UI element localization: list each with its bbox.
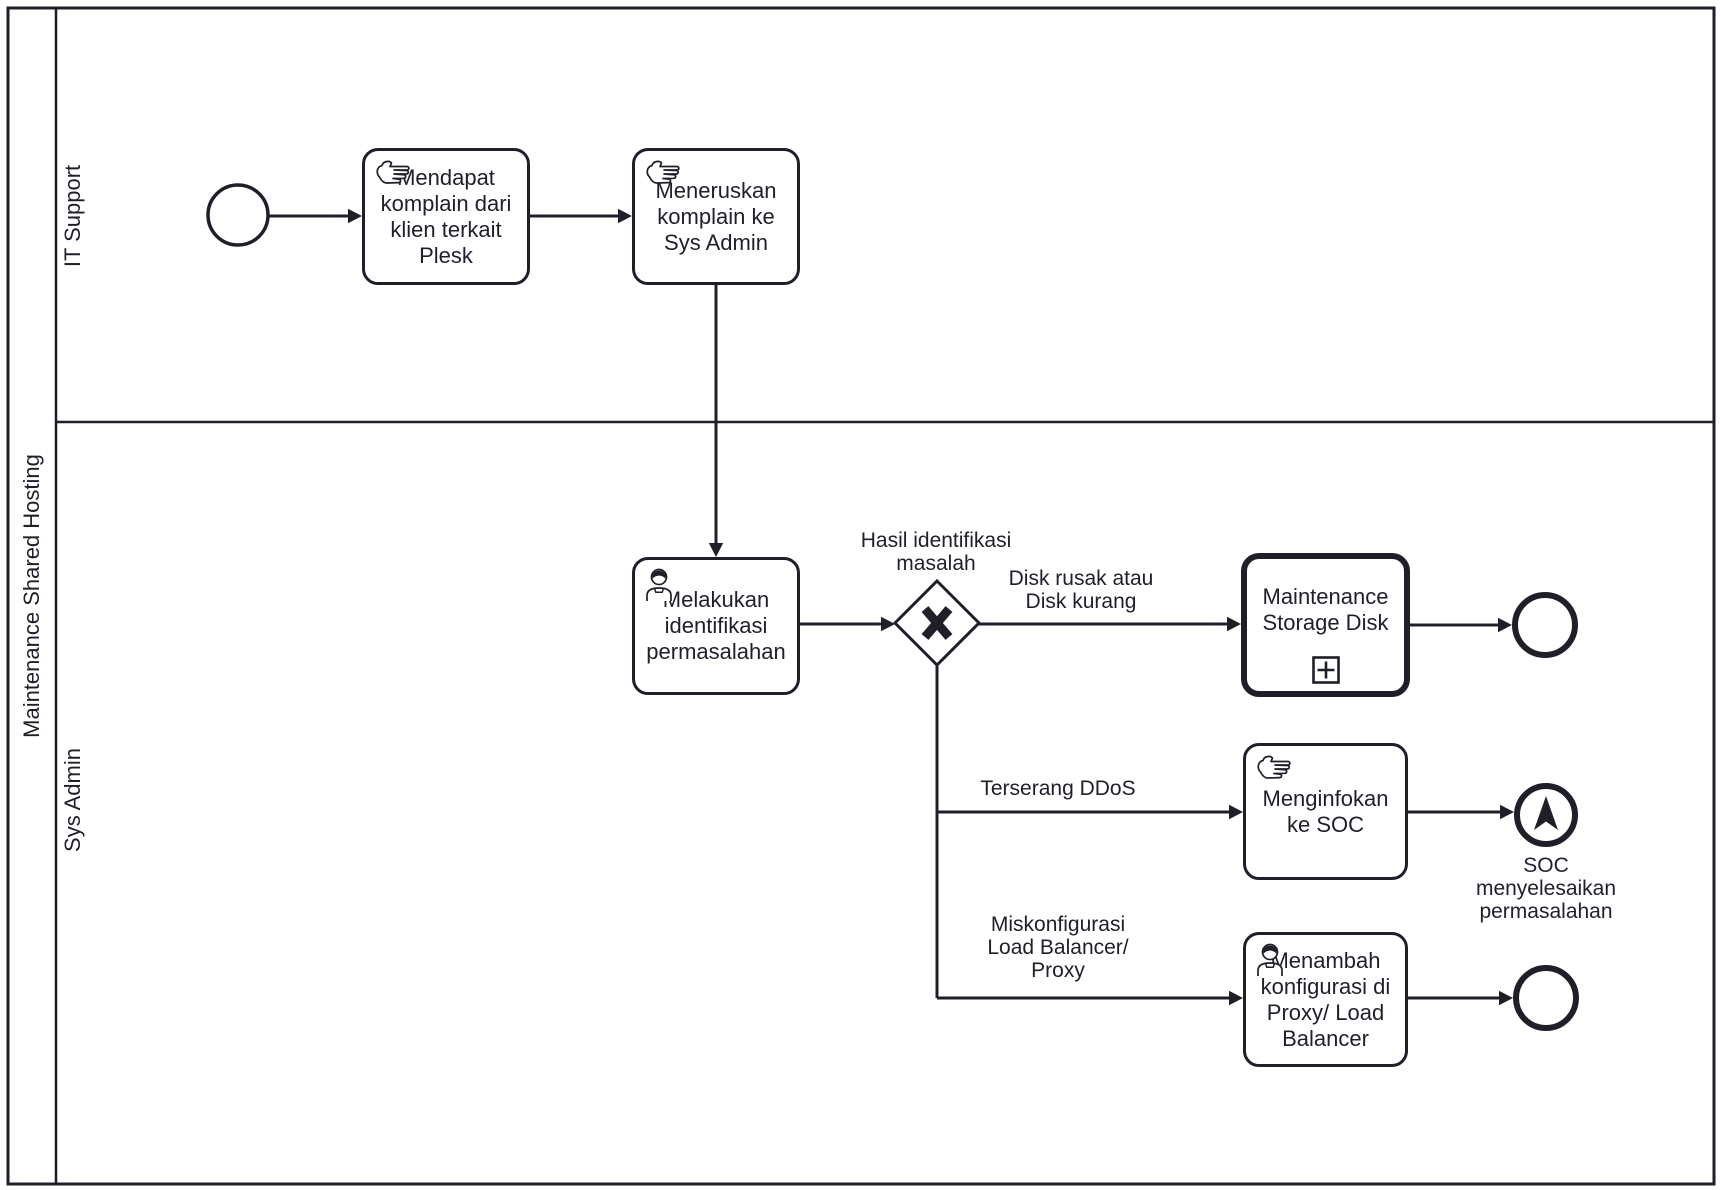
flow-label-ddos: Terserang DDoS xyxy=(980,777,1136,800)
flow-gateway-to-menginfokan xyxy=(937,804,1243,820)
flow-menginfokan-to-soc-end xyxy=(1408,804,1514,820)
task-mendapat-komplain[interactable]: Mendapat komplain dari klien terkait Ple… xyxy=(362,148,530,285)
hand-icon xyxy=(376,160,410,184)
flow-gateway-to-menambah xyxy=(937,990,1243,1006)
task-menambah-konfigurasi[interactable]: Menambah konfigurasi di Proxy/ Load Bala… xyxy=(1243,932,1408,1067)
flow-identifikasi-to-gateway xyxy=(800,616,895,632)
end-event-soc-label: SOC menyelesaikan permasalahan xyxy=(1475,854,1617,923)
signal-arrow-icon xyxy=(1534,796,1558,830)
hand-icon xyxy=(1257,755,1291,779)
flow-storage-to-end xyxy=(1410,617,1512,633)
subprocess-maintenance-storage-disk[interactable]: Maintenance Storage Disk xyxy=(1241,553,1410,697)
gateway-label: Hasil identifikasi masalah xyxy=(860,529,1012,575)
subprocess-label: Maintenance Storage Disk xyxy=(1262,584,1389,635)
exclusive-gateway[interactable] xyxy=(892,578,982,668)
flow-menambah-to-end xyxy=(1408,990,1513,1006)
end-event-disk[interactable] xyxy=(1512,592,1578,658)
flow-label-disk: Disk rusak atau Disk kurang xyxy=(1008,567,1154,613)
flow-mendapat-to-meneruskan xyxy=(530,208,632,224)
end-event-soc[interactable] xyxy=(1514,783,1578,847)
flow-start-to-mendapat xyxy=(268,208,362,224)
flow-label-misconfig: Miskonfigurasi Load Balancer/ Proxy xyxy=(987,913,1129,982)
flow-meneruskan-to-identifikasi xyxy=(708,285,724,557)
task-label: Meneruskan komplain ke Sys Admin xyxy=(655,177,777,255)
task-label: Mendapat komplain dari klien terkait Ple… xyxy=(380,164,512,268)
task-label: Menginfokan ke SOC xyxy=(1262,785,1389,837)
pool-label: Maintenance Shared Hosting xyxy=(19,454,44,738)
flow-gateway-to-storage xyxy=(979,616,1241,632)
pool-border xyxy=(6,6,1716,1186)
person-icon xyxy=(646,568,672,601)
x-icon xyxy=(921,606,953,640)
plus-icon xyxy=(1311,656,1340,684)
lane-label-sys-admin: Sys Admin xyxy=(60,748,85,852)
task-label: Menambah konfigurasi di Proxy/ Load Bala… xyxy=(1260,947,1391,1051)
end-event-proxy[interactable] xyxy=(1513,965,1579,1031)
hand-icon xyxy=(646,160,680,184)
lane-label-it-support: IT Support xyxy=(60,164,85,268)
person-icon xyxy=(1257,943,1283,976)
task-menginfokan-ke-soc[interactable]: Menginfokan ke SOC xyxy=(1243,743,1408,880)
task-meneruskan-komplain[interactable]: Meneruskan komplain ke Sys Admin xyxy=(632,148,800,285)
task-label: Melakukan identifikasi permasalahan xyxy=(646,587,786,664)
task-melakukan-identifikasi[interactable]: Melakukan identifikasi permasalahan xyxy=(632,557,800,695)
start-event[interactable] xyxy=(206,183,270,247)
